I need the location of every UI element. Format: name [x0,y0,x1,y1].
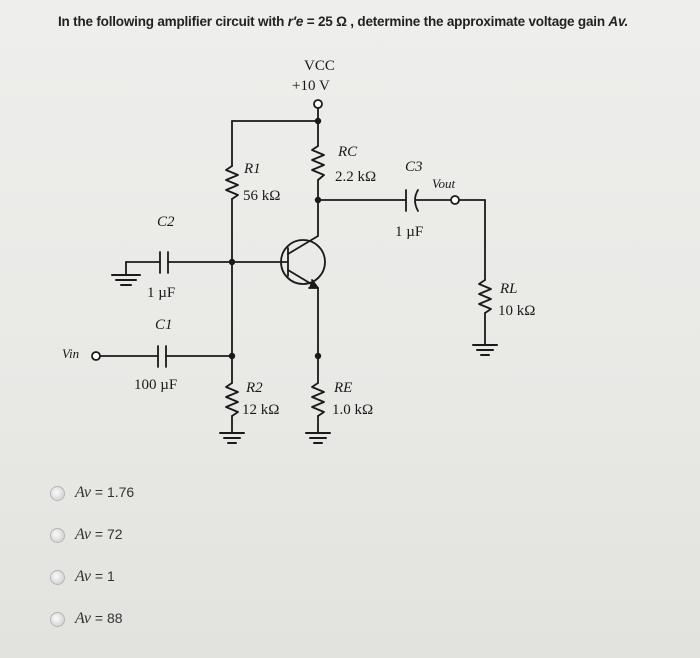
rc-value: 2.2 kΩ [335,169,376,185]
c1-value: 100 µF [134,377,177,393]
c1-name: C1 [155,317,173,333]
question-symbol: r′e [287,14,304,29]
amplifier-circuit-diagram: VCC +10 V R1 56 kΩ RC 2.2 kΩ C3 Vout 1 µ… [62,58,535,444]
radio-button-icon[interactable] [50,611,65,627]
rl-value: 10 kΩ [498,303,535,319]
option-2-label: Av [75,526,91,543]
option-4-label: Av [75,610,91,627]
re-name: RE [333,380,352,396]
re-resistor [311,382,325,417]
rc-resistor [311,145,325,181]
radio-button-icon[interactable] [50,569,65,585]
r2-resistor [225,382,239,417]
question-prefix: In the following amplifier circuit with [58,14,288,29]
rl-name: RL [499,281,518,297]
rc-name: RC [337,144,358,160]
collector-node [314,196,322,204]
r1-resistor [225,165,239,200]
r1-top-node [314,117,322,125]
option-4-value: = 88 [94,610,123,626]
vcc-terminal [313,99,323,109]
ground-r2-icon [219,432,245,444]
ground-c2-icon [111,274,141,286]
option-4[interactable]: Av = 88 [50,608,134,630]
radio-button-icon[interactable] [50,527,65,543]
re-value: 1.0 kΩ [332,402,373,418]
input-node [228,352,236,360]
option-1-value: = 1.76 [94,484,135,500]
r2-value: 12 kΩ [242,402,279,418]
option-3[interactable]: Av = 1 [50,566,134,588]
c3-value: 1 µF [395,224,423,240]
option-3-value: = 1 [94,568,115,584]
option-2[interactable]: Av = 72 [50,524,134,546]
emitter-node [314,352,322,360]
r1-value: 56 kΩ [243,188,280,204]
vcc-label: VCC [304,58,335,74]
radio-button-icon[interactable] [50,485,65,501]
r2-name: R2 [245,380,263,396]
ground-rl-icon [472,344,498,356]
c2-name: C2 [157,214,175,230]
vout-terminal [450,195,460,205]
option-1-label: Av [75,484,91,501]
answer-options: Av = 1.76 Av = 72 Av = 1 Av = 88 [50,482,134,650]
option-1[interactable]: Av = 1.76 [50,482,134,504]
base-node [228,258,236,266]
c3-name: C3 [405,159,423,175]
rl-resistor [478,279,492,314]
c2-value: 1 µF [147,285,175,301]
vin-terminal [91,351,101,361]
vin-label: Vin [62,346,79,361]
r1-name: R1 [243,161,261,177]
ground-re-icon [305,432,331,444]
c3-capacitor-plate-right [414,189,419,212]
vout-label: Vout [432,176,456,191]
question-suffix: = 25 Ω , determine the approximate volta… [303,14,609,29]
option-3-label: Av [75,568,91,585]
option-2-value: = 72 [94,526,123,542]
question-target: Av. [608,14,629,29]
vcc-value: +10 V [292,78,330,94]
question-text: In the following amplifier circuit with … [58,14,698,29]
